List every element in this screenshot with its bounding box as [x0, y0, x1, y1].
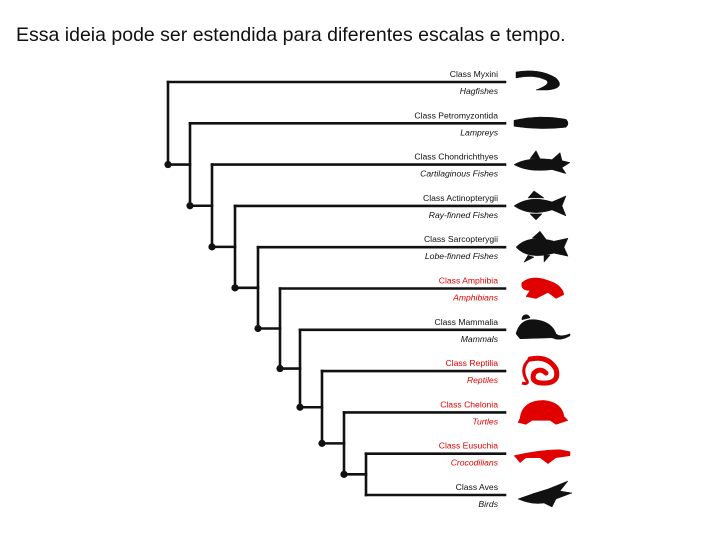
- branch-node: [340, 470, 348, 478]
- slide-title: Essa ideia pode ser estendida para difer…: [16, 24, 566, 46]
- taxon-common-label: Mammals: [461, 334, 499, 344]
- branch-node: [186, 202, 194, 210]
- bird-icon: [517, 480, 573, 508]
- taxon-common-label: Crocodilians: [451, 458, 499, 468]
- taxon-class-label: Class Chelonia: [440, 399, 498, 409]
- lobe-finned-fish-icon: [515, 230, 569, 263]
- frog-icon: [521, 277, 565, 299]
- taxon-class-label: Class Myxini: [450, 69, 498, 79]
- taxon-class-label: Class Sarcopterygii: [424, 234, 498, 244]
- animal-silhouettes: [513, 70, 573, 508]
- branch-node: [208, 243, 216, 251]
- taxon-common-label: Lobe-finned Fishes: [425, 251, 499, 261]
- branch-node: [164, 160, 172, 169]
- tree-nodes: [164, 160, 348, 478]
- taxon-class-label: Class Amphibia: [439, 276, 498, 286]
- taxon-class-label: Class Aves: [456, 482, 498, 492]
- taxon-common-label: Birds: [478, 499, 498, 509]
- taxon-class-label: Class Mammalia: [434, 317, 498, 327]
- ray-finned-fish-icon: [513, 190, 567, 221]
- taxon-common-label: Lampreys: [460, 127, 498, 137]
- taxon-class-label: Class Reptilia: [445, 358, 498, 368]
- taxon-class-label: Class Actinopterygii: [423, 193, 498, 203]
- lamprey-icon: [513, 116, 569, 129]
- taxon-common-label: Ray-finned Fishes: [429, 210, 499, 220]
- taxon-common-label: Hagfishes: [460, 86, 499, 96]
- snake-icon: [521, 355, 560, 386]
- hagfish-icon: [515, 70, 560, 91]
- branch-node: [231, 284, 239, 292]
- taxon-class-label: Class Eusuchia: [439, 441, 498, 451]
- mouse-icon: [515, 314, 571, 340]
- tree-branches: [166, 80, 507, 497]
- taxon-class-label: Class Chondrichthyes: [414, 152, 498, 162]
- branch-node: [254, 324, 262, 333]
- branch-node: [318, 439, 326, 447]
- taxon-common-label: Amphibians: [452, 293, 499, 303]
- branch-node: [276, 364, 284, 373]
- taxon-common-label: Reptiles: [467, 375, 499, 385]
- shark-icon: [513, 150, 571, 175]
- turtle-icon: [517, 400, 569, 425]
- taxon-common-label: Cartilaginous Fishes: [420, 169, 499, 179]
- branch-node: [296, 403, 304, 411]
- crocodile-icon: [513, 449, 571, 465]
- taxon-class-label: Class Petromyzontida: [414, 110, 498, 120]
- taxon-common-label: Turtles: [472, 416, 498, 426]
